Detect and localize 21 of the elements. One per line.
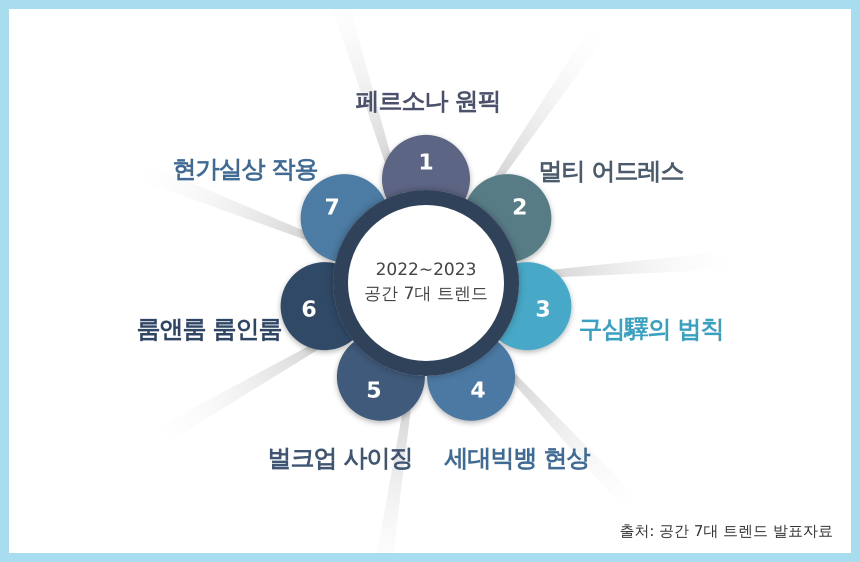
step-number: 1 [418,150,434,176]
step-number: 4 [470,378,486,404]
trend-label: 벌크업 사이징 [267,443,413,474]
petal-shape [499,262,572,350]
trend-label: 페르소나 원픽 [355,86,501,117]
step-number: 5 [366,378,382,404]
trend-label: 멀티 어드레스 [538,156,684,187]
trend-label: 현가실상 작용 [172,154,318,185]
center-title: 2022~2023 공간 7대 트렌드 [363,259,489,306]
petal-shape [336,342,425,421]
step-number: 6 [301,297,317,322]
step-number: 3 [535,297,551,322]
trend-label: 세대빅뱅 현상 [444,443,590,474]
petal-shape [427,342,516,421]
petal-shape [280,262,353,350]
source-note: 출처: 공간 7대 트렌드 발표자료 [619,522,833,541]
petal-shape [382,134,470,199]
trend-label: 룸앤룸 룸인룸 [136,314,282,345]
step-number: 2 [512,196,528,221]
step-number: 7 [324,196,340,221]
trend-label: 구심驛의 법칙 [578,314,724,345]
